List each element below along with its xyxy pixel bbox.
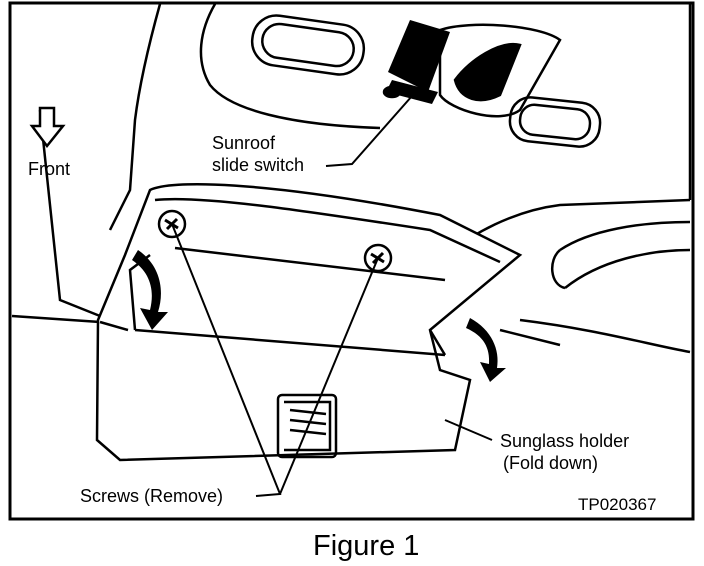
- sunroof-label-line1: Sunroof: [212, 133, 276, 153]
- sunroof-label-line2: slide switch: [212, 155, 304, 175]
- figure-caption: Figure 1: [313, 530, 419, 562]
- sunroof-slide-switch: [386, 20, 450, 104]
- leader-lines: [171, 95, 493, 497]
- sunglass-label-line2: (Fold down): [503, 453, 598, 473]
- sunglass-label-line1: Sunglass holder: [500, 431, 629, 451]
- overhead-console: [11, 3, 692, 354]
- front-arrow-icon: [29, 106, 66, 149]
- screws-label: Screws (Remove): [80, 486, 223, 506]
- fold-arrow-right: [466, 318, 506, 382]
- front-label: Front: [28, 159, 70, 179]
- fold-arrow-left: [132, 250, 168, 330]
- figure-code: TP020367: [578, 495, 656, 514]
- sunglass-holder: [95, 183, 523, 462]
